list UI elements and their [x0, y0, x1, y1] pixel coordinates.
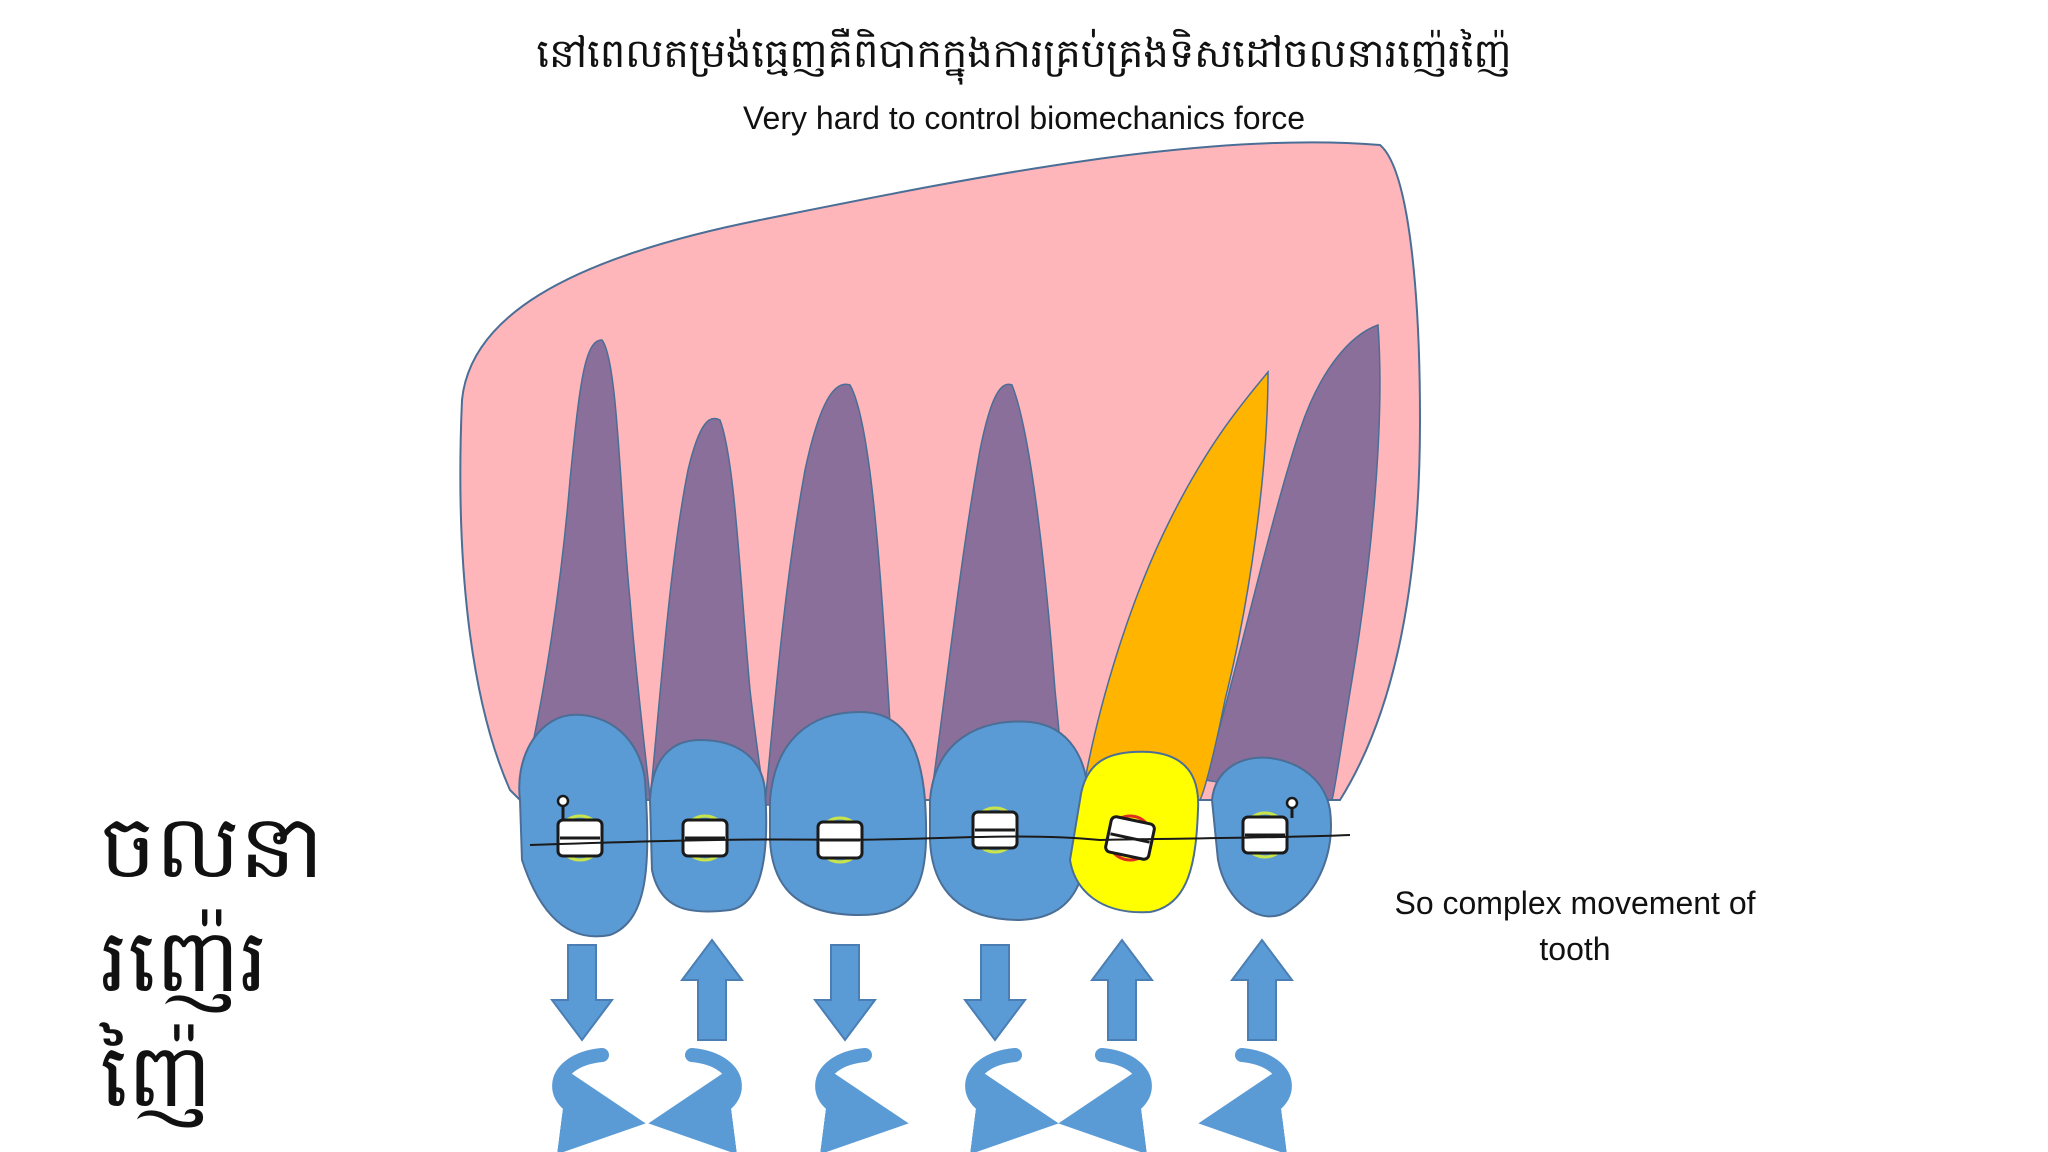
arrow-up-icon	[1230, 938, 1294, 1041]
title-english: Very hard to control biomechanics force	[742, 100, 1306, 136]
root-5-highlighted	[1084, 369, 1269, 801]
bracket	[681, 814, 729, 862]
rotate-right-icon	[1198, 1048, 1292, 1152]
arrow-down-icon	[963, 944, 1027, 1042]
arrow-up-icon	[1090, 938, 1154, 1041]
root-6	[1204, 323, 1381, 801]
root-4	[929, 383, 1066, 806]
title-khmer: នៅពេលតម្រង់ធ្មេញគឺពិបាកក្នុងការគ្រប់គ្រង…	[536, 31, 1512, 77]
arrow-down-icon	[813, 944, 877, 1042]
hook	[1285, 796, 1299, 818]
rotate-left-icon	[552, 1048, 646, 1152]
archwire	[529, 834, 1351, 846]
root-2	[649, 417, 766, 806]
root-1	[521, 339, 651, 801]
rotate-left-icon	[965, 1048, 1059, 1152]
hook	[556, 794, 570, 820]
bracket	[1241, 811, 1289, 859]
rotate-left-icon	[815, 1048, 909, 1152]
bracket-highlighted	[1104, 814, 1156, 862]
rotate-right-icon	[648, 1048, 742, 1152]
side-label-khmer: ចលនា រញ៉េរ ញ៉ៃ	[100, 795, 324, 1127]
arrow-down-icon	[550, 944, 614, 1042]
rotate-right-icon	[1058, 1048, 1152, 1152]
bracket	[971, 806, 1019, 854]
note-text: So complex movement of tooth	[1394, 885, 1756, 968]
brackets	[556, 794, 1299, 864]
movement-arrows	[550, 938, 1294, 1152]
arrow-up-icon	[680, 938, 744, 1041]
bracket	[556, 814, 604, 862]
crown-3	[769, 710, 928, 917]
roots	[521, 323, 1381, 806]
